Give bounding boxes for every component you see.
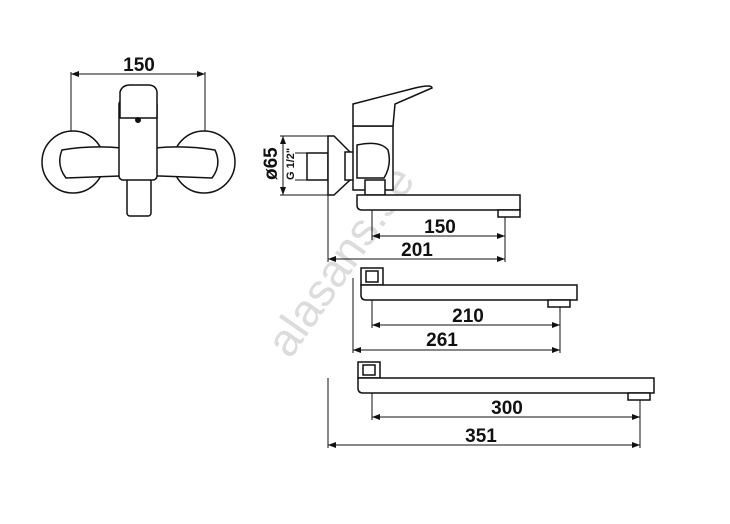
reach-label: 300	[491, 398, 523, 419]
reach-label: 210	[452, 306, 484, 327]
total-label: 201	[401, 240, 433, 261]
spout-300: 300 351	[327, 361, 655, 448]
handle	[119, 84, 158, 119]
total-label: 261	[426, 330, 458, 351]
thread-label: G 1/2"	[285, 148, 297, 180]
connection	[306, 152, 329, 181]
total-label: 351	[465, 426, 497, 447]
reach-label: 150	[424, 217, 456, 238]
spout-210: 210 261	[352, 267, 578, 353]
outlet	[126, 177, 152, 217]
spout-150: 150 201	[328, 179, 521, 262]
front-view: 150	[41, 55, 236, 217]
diameter-label: ø65	[261, 147, 282, 180]
dimension-label: 150	[123, 55, 155, 76]
lever	[352, 85, 433, 127]
